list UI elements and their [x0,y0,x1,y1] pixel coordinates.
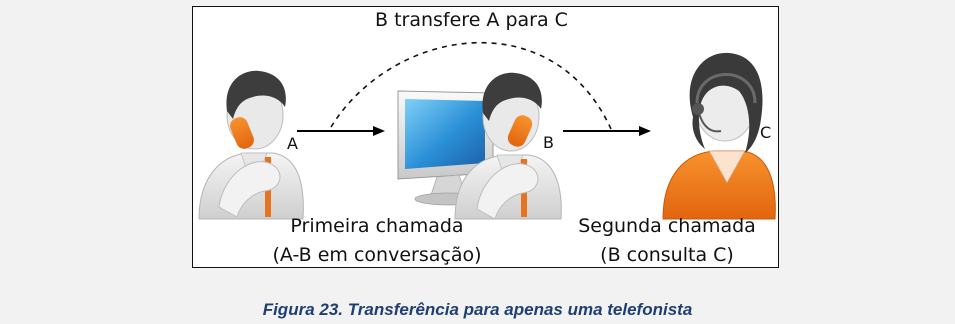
second-call-label: Segunda chamada [578,215,756,237]
person-c-label: C [760,123,772,142]
second-call-detail: (B consulta C) [600,244,734,266]
computer-monitor-icon [397,90,494,206]
person-c-operator-icon [662,52,776,220]
first-call-label: Primeira chamada [290,215,464,237]
first-call-detail: (A-B em conversação) [272,244,482,266]
person-a-label: A [287,134,298,153]
person-b-icon [454,72,562,220]
person-b-label: B [543,133,554,152]
transfer-diagram: B transfere A para C A B C Primeira cham… [192,6,779,268]
diagram-canvas [198,41,776,220]
transfer-label: B transfere A para C [375,9,568,31]
transfer-dashed-arc [330,41,612,130]
person-a-icon [198,70,304,220]
figure-caption: Figura 23. Transferência para apenas uma… [262,300,693,319]
